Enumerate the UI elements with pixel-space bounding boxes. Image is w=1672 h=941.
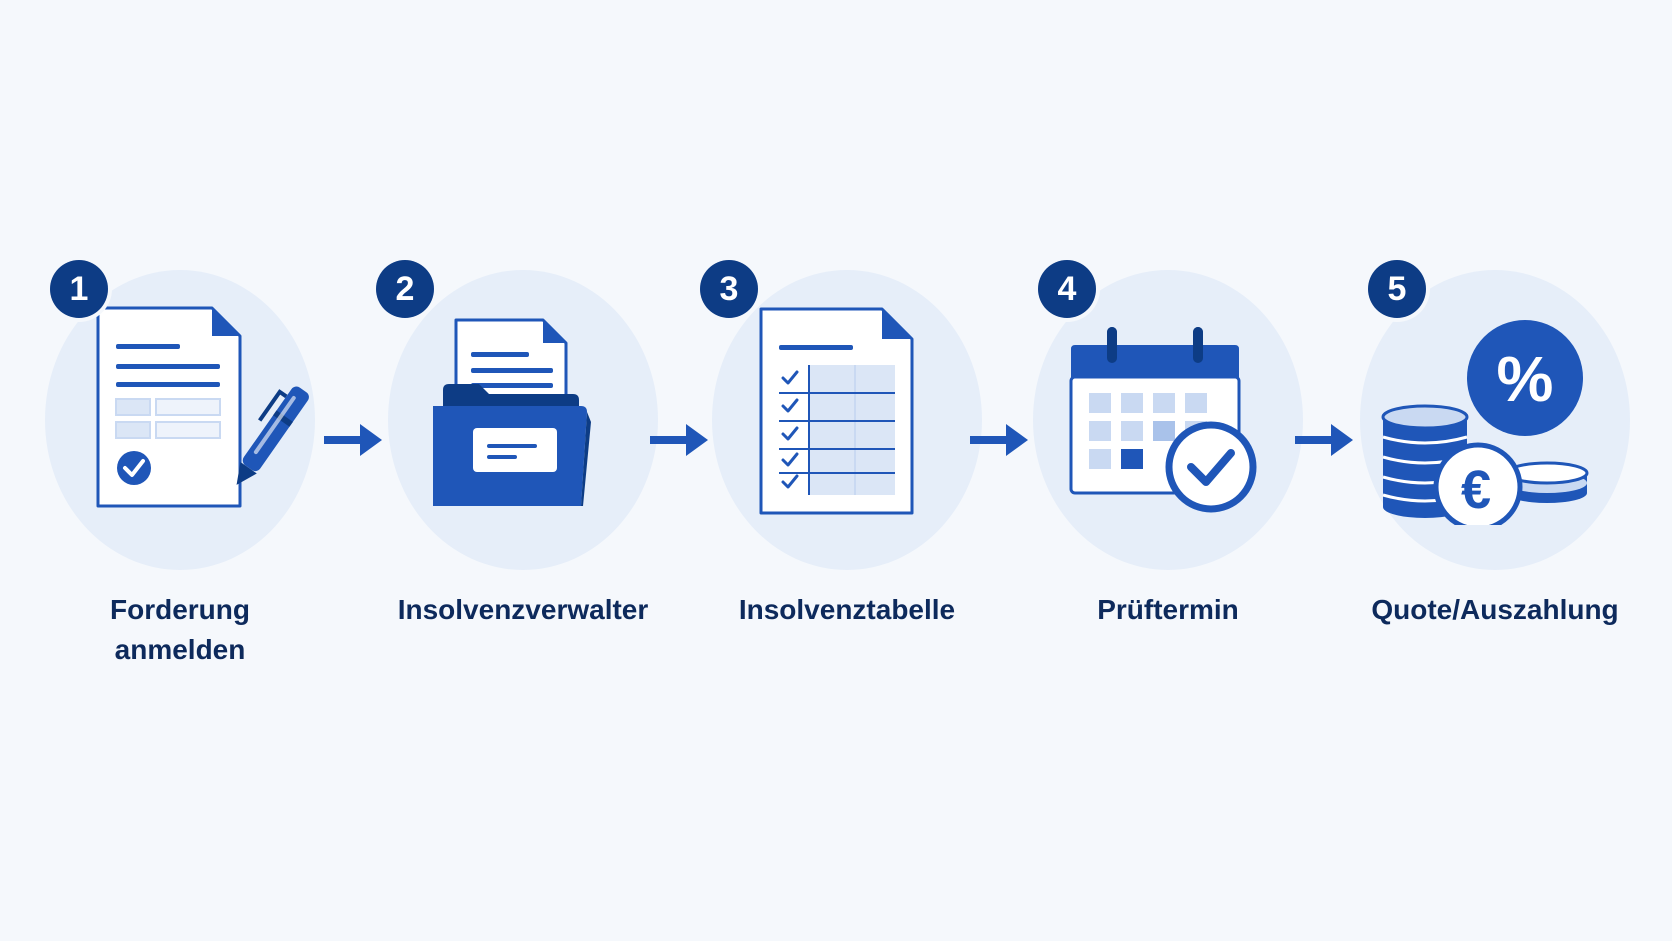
step-label: Quote/Auszahlung <box>1320 590 1670 630</box>
arrow-right-icon <box>1295 424 1353 456</box>
step-number-badge: 5 <box>1368 260 1426 318</box>
step-number-badge: 1 <box>50 260 108 318</box>
step-2: 2 Insolvenzverwalter <box>376 260 688 690</box>
svg-text:%: % <box>1497 343 1554 415</box>
arrow-right-icon <box>970 424 1028 456</box>
step-label-line-1: Insolvenzverwalter <box>397 594 649 625</box>
step-label-line-1: Insolvenztabelle <box>738 594 956 625</box>
step-label-line-1: Forderung <box>110 594 250 625</box>
step-label: Insolvenztabelle <box>672 590 1022 630</box>
svg-text:€: € <box>1461 460 1491 520</box>
arrow-right-icon <box>324 424 382 456</box>
step-4: 4 Prüftermin <box>1033 260 1333 690</box>
step-label-line-2: anmelden <box>114 634 246 665</box>
coins-euro-percent-icon: % € <box>1381 320 1589 525</box>
step-label: Insolvenzverwalter <box>348 590 698 630</box>
step-number-badge: 2 <box>376 260 434 318</box>
folder-document-icon <box>433 318 591 506</box>
step-1: 1 Forderung anmelden <box>45 260 345 690</box>
step-label-line-1: Quote/Auszahlung <box>1371 594 1619 625</box>
arrow-right-icon <box>650 424 708 456</box>
step-label: Forderung anmelden <box>5 590 355 670</box>
step-label-line-1: Prüftermin <box>1097 594 1239 625</box>
document-pen-icon <box>96 306 309 508</box>
step-number-badge: 4 <box>1038 260 1096 318</box>
step-label: Prüftermin <box>993 590 1343 630</box>
checklist-table-icon <box>759 307 914 515</box>
step-number-badge: 3 <box>700 260 758 318</box>
step-5: % € 5 Quote/Auszahlung <box>1360 260 1660 690</box>
calendar-check-icon <box>1069 327 1257 513</box>
step-3: 3 Insolvenztabelle <box>700 260 1012 690</box>
